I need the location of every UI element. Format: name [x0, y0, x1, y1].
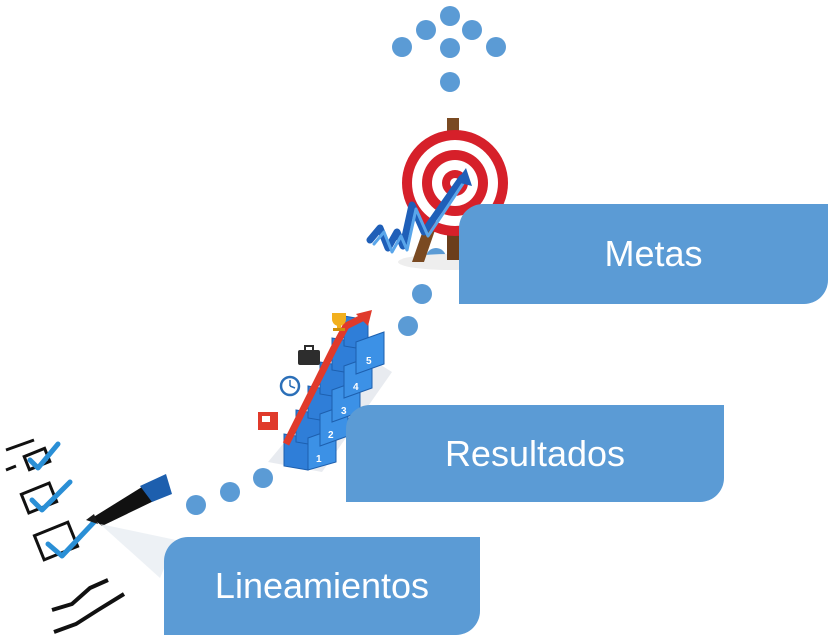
path-dot	[440, 72, 460, 92]
path-dot	[440, 6, 460, 26]
step-label-lineamientos: Lineamientos	[214, 565, 430, 606]
step-label-metas: Metas	[604, 233, 703, 274]
path-dot	[416, 20, 436, 40]
document-icon	[258, 412, 278, 430]
clock-icon	[279, 375, 301, 397]
step-label-resultados: Resultados	[444, 432, 626, 474]
stair-number: 2	[328, 430, 334, 441]
path-dot	[220, 482, 240, 502]
briefcase-icon	[298, 345, 320, 365]
step-box-resultados: Resultados	[346, 405, 724, 502]
stair-number: 4	[353, 382, 359, 393]
path-dot	[398, 316, 418, 336]
step-box-metas: Metas	[459, 204, 828, 304]
path-dot	[440, 38, 460, 58]
path-dot	[462, 20, 482, 40]
stair-number: 1	[316, 454, 322, 465]
path-dot	[486, 37, 506, 57]
stair-number: 5	[366, 356, 372, 367]
staircase-icon: 1 2 3 4 5	[268, 310, 392, 472]
path-dot	[186, 495, 206, 515]
path-dot	[412, 284, 432, 304]
checklist-icon	[5, 438, 176, 634]
step-box-lineamientos: Lineamientos	[164, 537, 480, 635]
trophy-icon	[332, 313, 346, 331]
path-dot	[392, 37, 412, 57]
path-dot	[253, 468, 273, 488]
stair-number: 3	[341, 406, 347, 417]
